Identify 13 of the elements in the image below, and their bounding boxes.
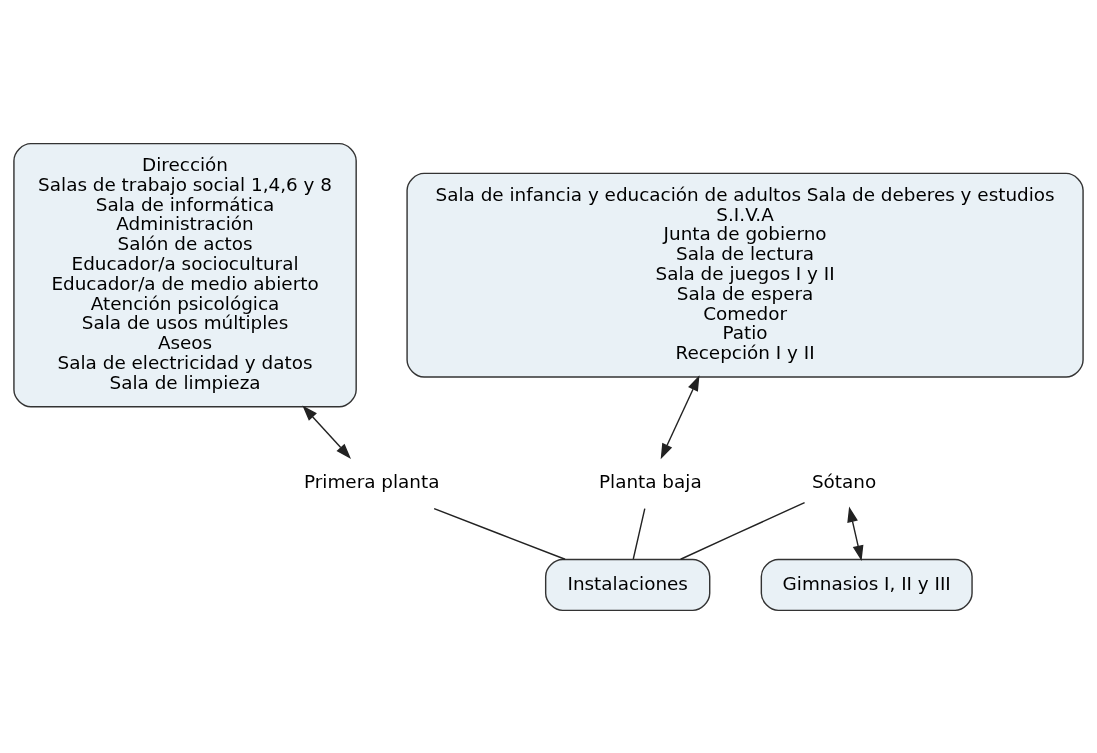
node-box: Instalaciones (544, 558, 711, 611)
arrow (847, 506, 864, 561)
connector (433, 507, 566, 560)
arrow (660, 374, 700, 459)
node-box: Dirección Salas de trabajo social 1,4,6 y 8 Sala de informática Administración Salón de actos Educador/a sociocultural Educador/a de medio abierto Atención psicológica Sala de usos múltiples Aseos Sala de electricidad y datos Sala de limpieza (13, 142, 357, 407)
arrow (302, 405, 351, 459)
node-text: Planta baja (598, 470, 702, 492)
node-box: Gimnasios I, II y III (760, 558, 973, 611)
node-text: Primera planta (304, 470, 440, 492)
node-text: Sótano (811, 470, 877, 492)
connector (632, 507, 646, 560)
connector (679, 501, 806, 560)
node-box: Sala de infancia y educación de adultos Sala de deberes y estudios S.I.V.A Junta de gobierno Sala de lectura Sala de juegos I y II Sala de espera Comedor Patio Recepción I y II (406, 172, 1084, 378)
